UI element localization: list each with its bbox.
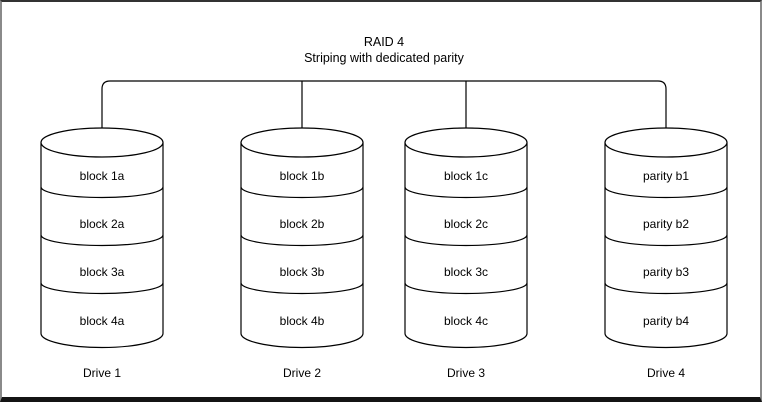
- drive-3-block-4: block 4c: [443, 314, 489, 328]
- drive-4-label: Drive 4: [646, 366, 685, 380]
- drive-4-parity-1: parity b1: [642, 169, 690, 183]
- drive-1-block-2: block 2a: [79, 217, 125, 231]
- drive-4-parity-2: parity b2: [642, 217, 690, 231]
- bus-connector-line: [101, 80, 667, 129]
- drive-2-block-4: block 4b: [279, 314, 325, 328]
- diagram-title-line2: Striping with dedicated parity: [304, 51, 464, 65]
- drive-2-block-1: block 1b: [279, 169, 325, 183]
- drive-1-block-4: block 4a: [79, 314, 125, 328]
- drive-3-block-1: block 1c: [443, 169, 489, 183]
- drive-3-block-3: block 3c: [443, 265, 489, 279]
- diagram-title: RAID 4 Striping with dedicated parity: [184, 34, 584, 66]
- drive-3-block-2: block 2c: [443, 217, 489, 231]
- drive-2-label: Drive 2: [282, 366, 321, 380]
- drive-1-label: Drive 1: [82, 366, 121, 380]
- drive-4-parity-4: parity b4: [642, 314, 690, 328]
- drive-3-label: Drive 3: [446, 366, 485, 380]
- drive-1-block-3: block 3a: [79, 265, 125, 279]
- drive-2-block-2: block 2b: [279, 217, 325, 231]
- drive-4-parity-3: parity b3: [642, 265, 690, 279]
- drive-2-block-3: block 3b: [279, 265, 325, 279]
- drive-1-block-1: block 1a: [79, 169, 125, 183]
- diagram-title-line1: RAID 4: [363, 35, 405, 49]
